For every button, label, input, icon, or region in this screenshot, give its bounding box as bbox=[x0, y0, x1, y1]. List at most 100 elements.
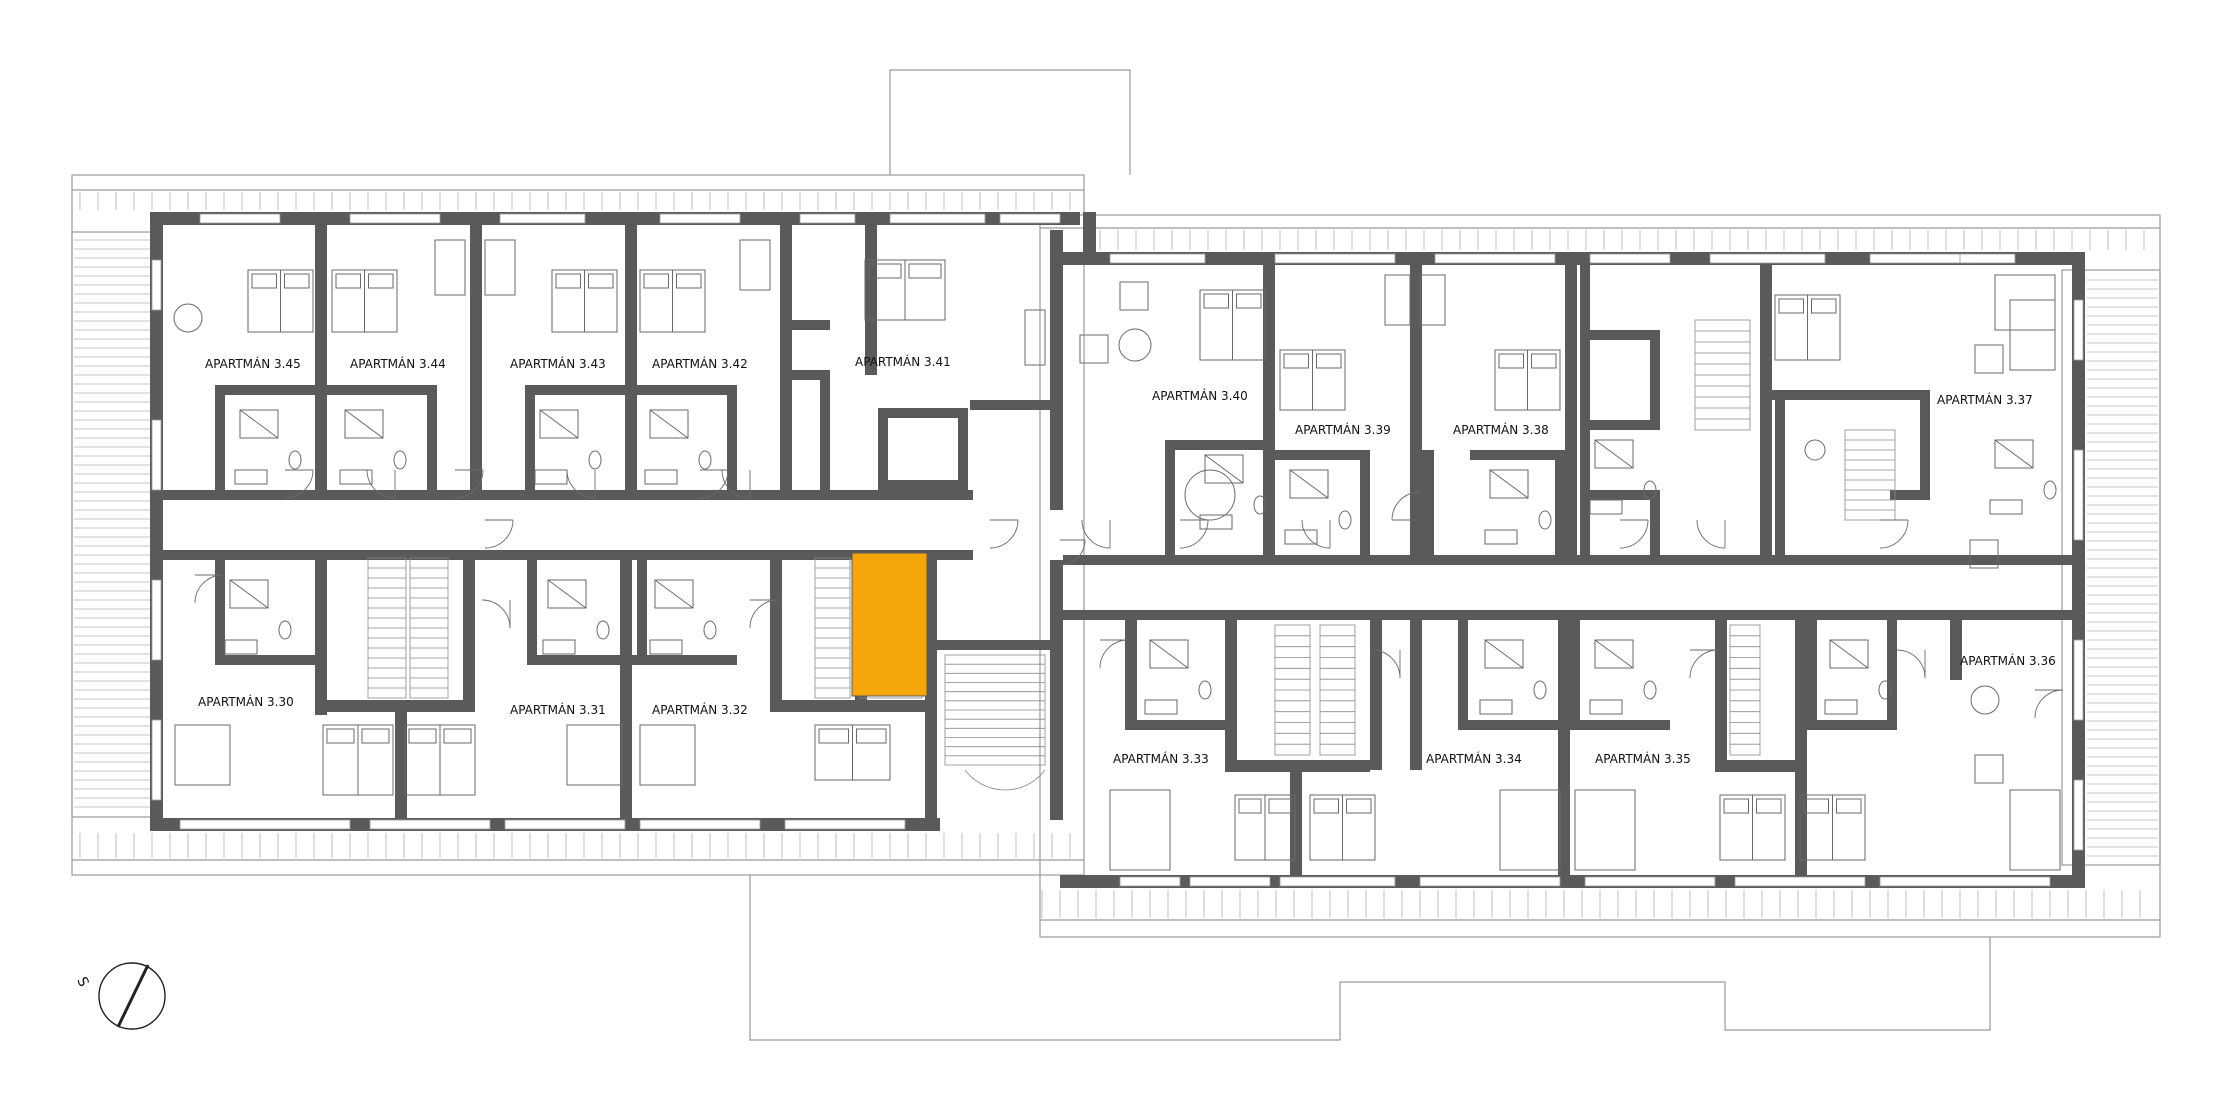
door bbox=[1689, 649, 1719, 679]
window bbox=[659, 213, 741, 224]
door bbox=[1879, 519, 1909, 549]
door bbox=[1059, 539, 1086, 566]
pillow bbox=[1723, 798, 1749, 814]
sofa bbox=[1499, 789, 1561, 871]
armchair bbox=[1974, 754, 2004, 784]
window bbox=[1584, 876, 1716, 887]
pillow bbox=[1531, 353, 1557, 369]
window bbox=[151, 719, 162, 801]
door-swing bbox=[1696, 519, 1726, 549]
shower bbox=[1289, 469, 1329, 499]
apartment-label-3-33: APARTMÁN 3.33 bbox=[1113, 751, 1209, 766]
toilet bbox=[1533, 680, 1547, 700]
shower-diagonal bbox=[239, 409, 279, 439]
sofa bbox=[739, 239, 771, 291]
shower bbox=[1149, 639, 1189, 669]
shower-diagonal bbox=[1484, 639, 1524, 669]
door bbox=[1696, 519, 1726, 549]
door bbox=[1179, 519, 1209, 549]
door-swing bbox=[1619, 519, 1649, 549]
pillow bbox=[818, 728, 849, 744]
pillow bbox=[1778, 298, 1804, 314]
shower-diagonal bbox=[654, 579, 694, 609]
window bbox=[199, 213, 281, 224]
door-swing bbox=[699, 469, 729, 499]
sofa bbox=[1109, 789, 1171, 871]
door bbox=[1896, 649, 1926, 679]
shower-diagonal bbox=[344, 409, 384, 439]
door-swing bbox=[484, 519, 514, 549]
sink bbox=[1989, 499, 2023, 515]
door bbox=[699, 469, 729, 499]
door bbox=[481, 599, 511, 629]
shower bbox=[649, 409, 689, 439]
window bbox=[1434, 253, 1556, 264]
pillow bbox=[1836, 798, 1862, 814]
north-arrow-label: S bbox=[73, 975, 91, 990]
window bbox=[784, 819, 906, 830]
round-table bbox=[1970, 685, 2000, 715]
door bbox=[1619, 519, 1649, 549]
window bbox=[1189, 876, 1271, 887]
sink bbox=[1824, 699, 1858, 715]
shower bbox=[229, 579, 269, 609]
round-table bbox=[1804, 439, 1826, 461]
door-swing bbox=[1896, 649, 1926, 679]
pillow bbox=[361, 728, 390, 744]
window bbox=[1879, 876, 2051, 887]
toilet bbox=[1643, 480, 1657, 500]
apartment-label-3-34: APARTMÁN 3.34 bbox=[1426, 751, 1522, 766]
door bbox=[566, 469, 596, 499]
door-swing bbox=[1081, 519, 1111, 549]
window bbox=[499, 213, 586, 224]
shower-diagonal bbox=[539, 409, 579, 439]
door-swing bbox=[454, 469, 484, 499]
shower-diagonal bbox=[229, 579, 269, 609]
sink bbox=[534, 469, 568, 485]
pillow bbox=[1498, 353, 1524, 369]
sink bbox=[224, 639, 258, 655]
apartment-label-3-36: APARTMÁN 3.36 bbox=[1960, 653, 2056, 668]
toilet bbox=[596, 620, 610, 640]
shower bbox=[1994, 439, 2034, 469]
toilet bbox=[288, 450, 302, 470]
window bbox=[179, 819, 351, 830]
window bbox=[1959, 253, 2016, 264]
shower bbox=[547, 579, 587, 609]
pillow bbox=[1238, 798, 1262, 814]
pillow bbox=[1313, 798, 1339, 814]
stair-curve bbox=[964, 769, 1046, 791]
door bbox=[749, 599, 779, 629]
pillow bbox=[1203, 293, 1229, 309]
sink bbox=[644, 469, 678, 485]
shower-diagonal bbox=[1149, 639, 1189, 669]
sink bbox=[1484, 529, 1518, 545]
shower bbox=[539, 409, 579, 439]
shower bbox=[1489, 469, 1529, 499]
pillow bbox=[1346, 798, 1372, 814]
roof-hatching bbox=[74, 192, 2158, 918]
shower bbox=[1829, 639, 1869, 669]
pillow bbox=[443, 728, 472, 744]
door-swing bbox=[1689, 649, 1719, 679]
sink bbox=[234, 469, 268, 485]
window bbox=[2073, 639, 2084, 721]
shower bbox=[654, 579, 694, 609]
door bbox=[1391, 491, 1421, 521]
window bbox=[2073, 299, 2084, 361]
round-table bbox=[1184, 469, 1236, 521]
north-arrow-needle bbox=[116, 964, 150, 1028]
pillow bbox=[555, 273, 581, 289]
sink bbox=[1589, 699, 1623, 715]
door-swing bbox=[1059, 539, 1086, 566]
shower-diagonal bbox=[1594, 439, 1634, 469]
shower-diagonal bbox=[1829, 639, 1869, 669]
sofa bbox=[434, 239, 466, 296]
window bbox=[1734, 876, 1866, 887]
window bbox=[151, 579, 162, 661]
toilet bbox=[1253, 495, 1267, 515]
stair-run bbox=[1844, 429, 1896, 521]
toilet bbox=[1538, 510, 1552, 530]
window bbox=[151, 419, 162, 491]
door-swing bbox=[566, 469, 596, 499]
